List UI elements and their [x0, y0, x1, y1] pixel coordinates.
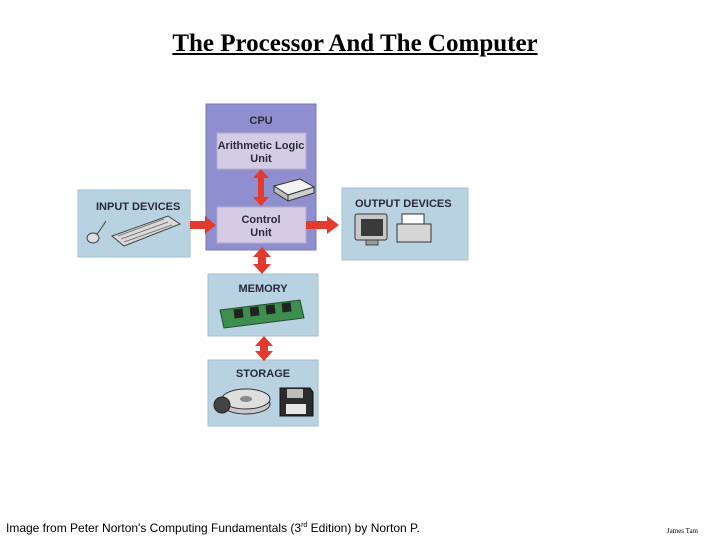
keyboard-icon — [111, 215, 182, 247]
storage-label: STORAGE — [236, 368, 290, 380]
alu-label-line2: Unit — [250, 153, 272, 165]
mouse-icon — [86, 220, 107, 244]
slide-title: The Processor And The Computer — [172, 30, 538, 57]
alu-label-line1: Arithmetic Logic — [218, 140, 305, 152]
caption-text: Image from Peter Norton's Computing Fund… — [6, 521, 302, 535]
caption-superscript: rd — [301, 522, 308, 529]
cpu-panel: CPU Arithmetic Logic Unit Control Unit — [205, 103, 317, 251]
monitor-icon — [354, 213, 388, 246]
memory-module-icon — [219, 299, 305, 329]
control-to-output-arrow — [306, 216, 339, 234]
floppy-disk-icon — [279, 387, 314, 417]
control-unit-box — [216, 206, 307, 244]
memory-panel: MEMORY — [207, 273, 319, 337]
caption-text-end: Edition) by Norton P. — [307, 521, 420, 535]
image-source-caption: Image from Peter Norton's Computing Fund… — [6, 521, 420, 535]
alu-box — [216, 132, 307, 170]
cpu-memory-arrow — [253, 247, 271, 274]
hard-disk-icon — [221, 388, 271, 415]
memory-storage-arrow — [255, 336, 273, 361]
control-unit-label-line1: Control — [241, 214, 280, 226]
output-devices-panel: OUTPUT DEVICES — [341, 187, 469, 261]
memory-label: MEMORY — [238, 283, 288, 295]
cpu-label: CPU — [249, 115, 272, 127]
author-credit: James Tam — [666, 527, 698, 535]
input-devices-panel: INPUT DEVICES — [77, 189, 191, 258]
storage-panel: STORAGE — [207, 359, 319, 427]
cpu-chip-icon — [272, 178, 316, 202]
alu-control-arrow — [253, 169, 269, 206]
control-unit-label-line2: Unit — [250, 227, 272, 239]
arrows — [190, 169, 339, 361]
output-devices-label: OUTPUT DEVICES — [355, 198, 452, 210]
printer-icon — [396, 213, 432, 243]
tape-icon — [213, 396, 231, 414]
input-devices-label: INPUT DEVICES — [96, 201, 180, 213]
input-to-control-arrow — [190, 216, 216, 234]
